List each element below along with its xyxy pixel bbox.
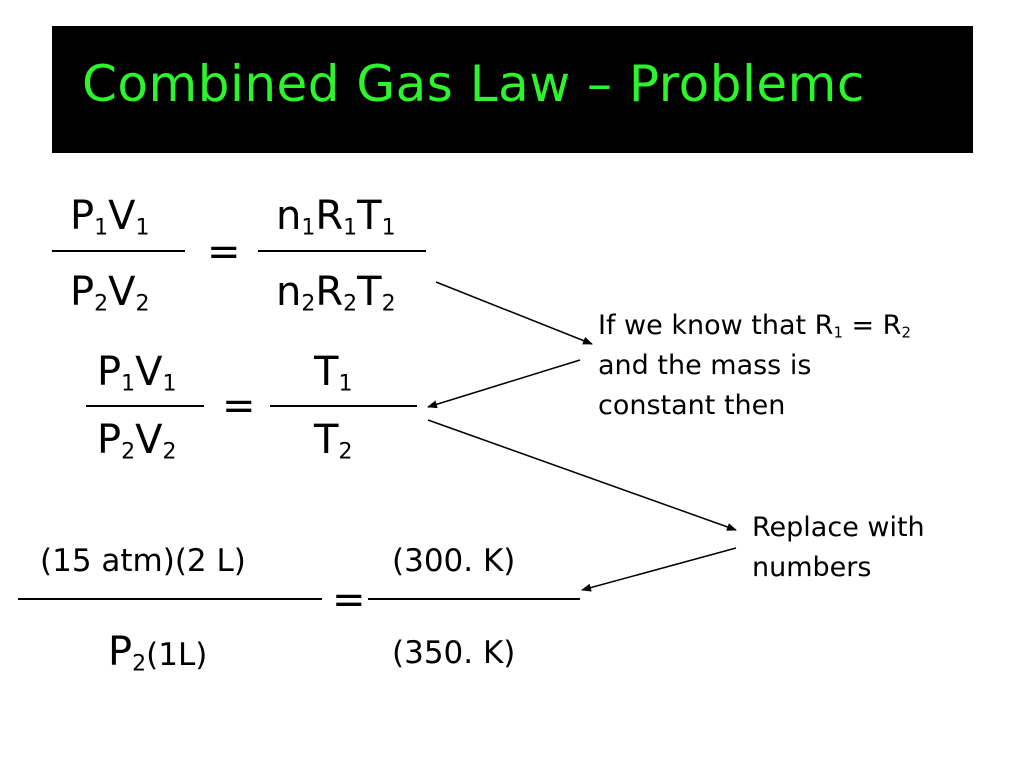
eq2-denominator-right: T2 (314, 417, 353, 465)
eq1-fraction-bar-right (258, 250, 426, 252)
note-same-gas-line3: constant then (598, 390, 786, 421)
note-same-gas-line1: If we know that R1 = R2 (598, 310, 911, 342)
eq3-numerator-right: (300. K) (392, 543, 516, 579)
eq2-denominator-left: P2V2 (97, 417, 177, 465)
eq2-fraction-bar-left (86, 405, 204, 407)
eq2-equals: = (222, 383, 256, 429)
eq3-denominator-right: (350. K) (392, 635, 516, 671)
eq1-equals: = (207, 229, 241, 275)
note-same-gas-line2: and the mass is (598, 350, 812, 381)
eq1-fraction-bar-left (52, 250, 185, 252)
eq3-numerator-left: (15 atm)(2 L) (40, 543, 246, 579)
slide-title: Combined Gas Law – Problemc (82, 55, 865, 113)
note-replace-line2: numbers (752, 552, 872, 583)
eq3-fraction-bar-left (18, 598, 322, 600)
eq3-denominator-left: P2(1L) (108, 629, 208, 677)
eq1-denominator-right: n2R2T2 (276, 269, 396, 317)
note-replace-line1: Replace with (752, 512, 925, 543)
eq1-numerator-left: P1V1 (70, 193, 150, 241)
eq3-equals: = (332, 577, 366, 623)
title-bar (52, 26, 973, 153)
arrow-replace-to-eq3 (581, 547, 737, 592)
eq2-numerator-left: P1V1 (97, 349, 177, 397)
eq1-numerator-right: n1R1T1 (276, 193, 396, 241)
eq3-fraction-bar-right (368, 598, 580, 600)
eq2-fraction-bar-right (270, 405, 417, 407)
eq2-numerator-right: T1 (314, 349, 353, 397)
arrow-eq2-to-replace (427, 419, 737, 531)
arrow-note-to-eq2 (427, 359, 581, 409)
eq1-denominator-left: P2V2 (70, 269, 150, 317)
arrow-eq1-to-note (435, 281, 593, 345)
